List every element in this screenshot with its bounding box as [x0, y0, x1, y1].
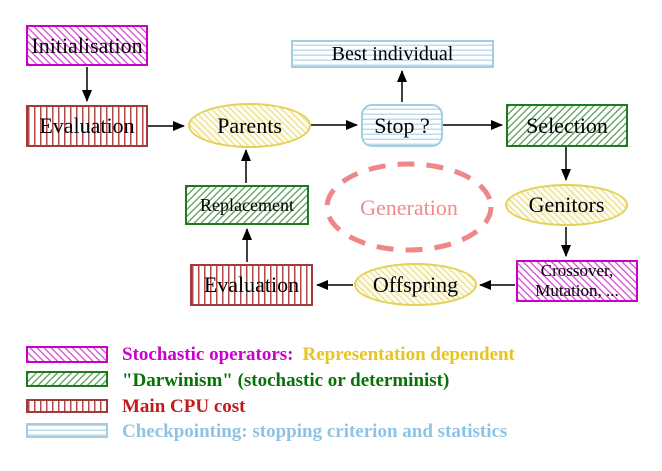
legend-row-darwinism: "Darwinism" (stochastic or determinist)	[122, 371, 449, 390]
legend-label-checkpointing: Checkpointing: stopping criterion and st…	[122, 421, 508, 442]
node-stop-label: Stop ?	[374, 112, 430, 138]
legend-row-checkpointing: Checkpointing: stopping criterion and st…	[122, 422, 507, 441]
node-replacement-label: Replacement	[200, 195, 294, 215]
node-selection-label: Selection	[526, 112, 608, 138]
legend-swatch-stochastic-operators	[26, 346, 108, 363]
node-replacement: Replacement	[185, 185, 309, 225]
generation-dashed-ellipse	[324, 161, 494, 253]
node-initialisation: Initialisation	[26, 25, 148, 66]
legend-row-stochastic-operators: Stochastic operators: Representation depe…	[122, 345, 515, 364]
generation-label-container: Generation	[325, 163, 493, 252]
node-initialisation-label: Initialisation	[31, 32, 143, 58]
legend-row-main-cpu-cost: Main CPU cost	[122, 397, 245, 416]
legend-label-darwinism: "Darwinism" (stochastic or determinist)	[122, 370, 450, 391]
node-parents: Parents	[188, 103, 311, 148]
node-mutation-label: Mutation, ...	[535, 281, 619, 300]
node-parents-label: Parents	[217, 112, 282, 138]
node-selection: Selection	[506, 104, 628, 147]
node-evaluation-bottom: Evaluation	[190, 264, 313, 306]
node-genitors: Genitors	[505, 184, 628, 226]
node-offspring-label: Offspring	[372, 271, 459, 297]
node-evaluation-top-label: Evaluation	[39, 113, 135, 138]
node-stop: Stop ?	[361, 104, 443, 147]
node-evaluation-bottom-label: Evaluation	[203, 272, 300, 297]
legend-label-representation-dependent: Representation dependent	[302, 344, 515, 365]
node-crossover-mutation: Crossover, Mutation, ...	[516, 260, 638, 302]
legend-label-main-cpu-cost: Main CPU cost	[122, 396, 246, 417]
node-best-individual-label: Best individual	[331, 43, 454, 65]
generation-label: Generation	[360, 194, 458, 220]
node-evaluation-top: Evaluation	[26, 105, 148, 147]
node-best-individual: Best individual	[291, 40, 494, 68]
legend-label-stochastic-operators: Stochastic operators:	[122, 344, 294, 365]
node-offspring: Offspring	[354, 263, 477, 306]
legend-swatch-checkpointing	[26, 423, 108, 438]
legend-swatch-darwinism	[26, 371, 108, 387]
node-crossover-label: Crossover,	[540, 260, 614, 280]
legend-swatch-main-cpu-cost	[26, 399, 108, 413]
node-genitors-label: Genitors	[528, 192, 605, 217]
